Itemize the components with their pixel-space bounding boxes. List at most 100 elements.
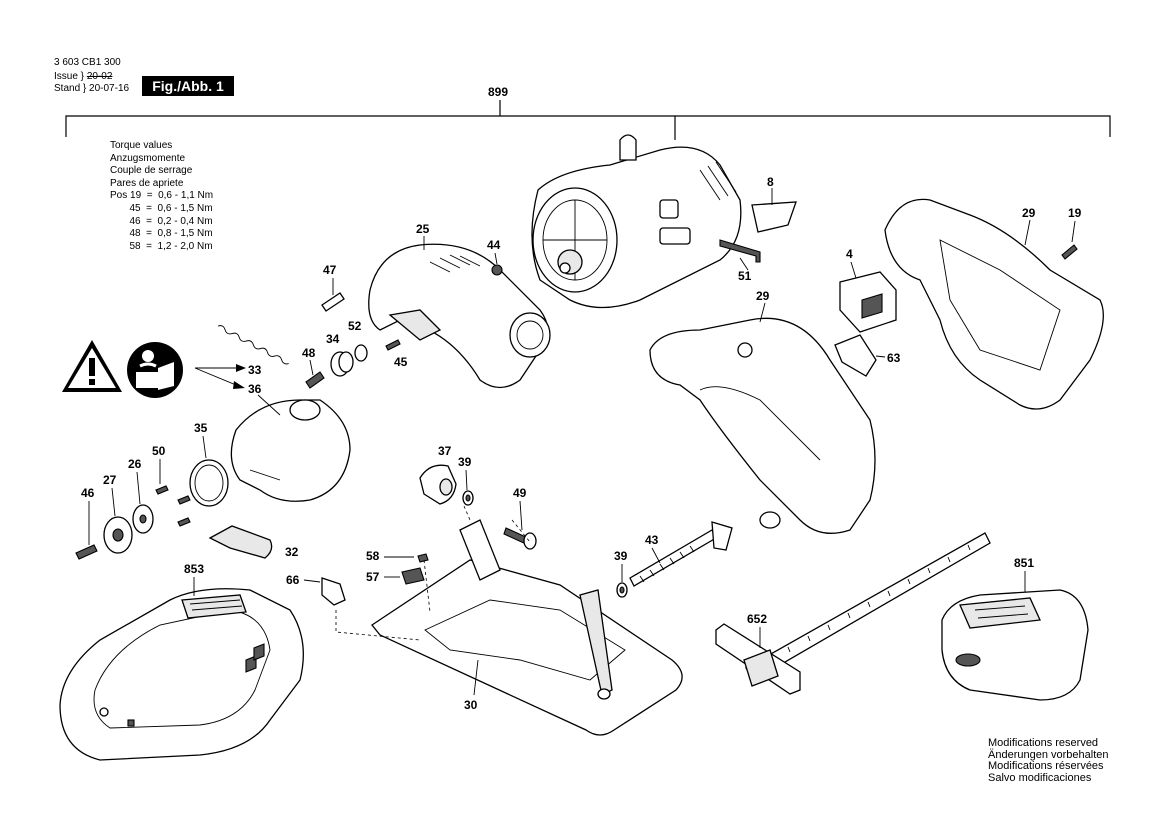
part-66-knob: 66 <box>286 573 346 606</box>
label-30: 30 <box>464 698 478 712</box>
label-851: 851 <box>1014 556 1034 570</box>
label-32: 32 <box>285 545 299 559</box>
label-34: 34 <box>326 332 340 346</box>
part-46-bolt: 46 <box>75 486 98 560</box>
part-8-plate: 8 <box>751 175 797 233</box>
torque-pos: 19 <box>130 190 142 202</box>
label-58: 58 <box>366 549 380 563</box>
part-57-clamp: 57 <box>366 567 425 585</box>
label-52: 52 <box>348 319 362 333</box>
part-19-screw: 19 <box>1061 206 1082 260</box>
torque-title-de: Anzugsmomente <box>110 152 186 164</box>
label-899: 899 <box>488 85 508 99</box>
label-33: 33 <box>248 363 262 377</box>
label-36: 36 <box>248 382 262 396</box>
torque-row: 45 = 0,6 - 1,5 Nm <box>129 202 213 214</box>
part-33-spring: 33 <box>217 325 289 377</box>
label-43: 43 <box>645 533 659 547</box>
label-51: 51 <box>738 269 752 283</box>
torque-row: 46 = 0,2 - 0,4 Nm <box>129 215 213 227</box>
footer-line-fr: Modifications réservées <box>988 760 1104 773</box>
torque-table: Torque values Anzugsmomente Couple de se… <box>110 140 213 253</box>
torque-title-es: Pares de apriete <box>110 177 184 189</box>
label-25: 25 <box>416 222 430 236</box>
part-4-switch: 4 <box>839 247 897 333</box>
part-29-housing-half: 29 <box>884 198 1104 410</box>
part-34-bushing: 34 <box>326 332 354 377</box>
torque-row: Pos 19 = 0,6 - 1,1 Nm <box>110 190 214 202</box>
read-manual-icon <box>127 342 183 398</box>
torque-value: 0,6 - 1,5 Nm <box>157 202 213 214</box>
part-26-washer: 26 <box>128 457 154 534</box>
document-number: 3 603 CB1 300 <box>54 57 121 68</box>
part-29-handle: 29 <box>649 289 876 534</box>
label-26: 26 <box>128 457 142 471</box>
footer-line-es: Salvo modificaciones <box>988 771 1092 784</box>
torque-pos: 58 <box>129 240 141 252</box>
label-37: 37 <box>438 444 452 458</box>
part-48-screw: 48 <box>302 346 325 389</box>
figure-badge: Fig./Abb. 1 <box>142 76 234 96</box>
issue-line: Issue } 20-02 <box>54 71 113 82</box>
label-48: 48 <box>302 346 316 360</box>
stand-value: 20-07-16 <box>89 83 130 94</box>
label-19: 19 <box>1068 206 1082 220</box>
issue-value: 20-02 <box>86 71 113 82</box>
label-29-handle: 29 <box>756 289 770 303</box>
torque-value: 1,2 - 2,0 Nm <box>157 240 213 252</box>
part-27-flange: 27 <box>103 473 133 554</box>
label-49: 49 <box>513 486 527 500</box>
part-36-lower-guard <box>230 394 351 502</box>
part-39-washer-lower: 39 <box>614 549 628 598</box>
label-652: 652 <box>747 612 767 626</box>
torque-value: 0,6 - 1,1 Nm <box>158 190 214 202</box>
label-44: 44 <box>487 238 501 252</box>
label-45: 45 <box>394 355 408 369</box>
label-35: 35 <box>194 421 208 435</box>
label-57: 57 <box>366 570 380 584</box>
part-851-battery: 851 <box>941 556 1089 701</box>
footer-line-en: Modifications reserved <box>988 737 1099 749</box>
torque-row: 58 = 1,2 - 2,0 Nm <box>129 240 213 252</box>
label-39-lower: 39 <box>614 549 628 563</box>
warning-arrows <box>194 364 246 389</box>
assembly-guides <box>335 505 531 641</box>
label-27: 27 <box>103 473 117 487</box>
warning-triangle-icon <box>62 340 122 392</box>
part-25-blade-guard: 25 <box>368 222 551 389</box>
part-32-lever: 32 <box>208 525 299 559</box>
torque-pos: 46 <box>129 215 141 227</box>
stand-line: Stand } 20-07-16 <box>54 83 130 94</box>
part-50-screws: 50 <box>152 444 191 527</box>
part-853-charger: 853 <box>59 562 304 761</box>
torque-pos: 48 <box>129 228 141 240</box>
label-50: 50 <box>152 444 166 458</box>
label-46: 46 <box>81 486 95 500</box>
part-52-washer: 52 <box>348 319 368 362</box>
label-66: 66 <box>286 573 300 587</box>
footer-line-de: Änderungen vorbehalten <box>988 748 1109 761</box>
part-45-screw: 45 <box>385 339 408 369</box>
torque-pos: 45 <box>129 202 141 214</box>
torque-pos-label: Pos <box>110 190 128 202</box>
part-47-pin: 47 <box>321 263 345 312</box>
part-51-hex-key: 51 <box>719 239 761 283</box>
part-49-bolt: 49 <box>503 486 537 550</box>
torque-value: 0,2 - 0,4 Nm <box>157 215 213 227</box>
torque-title-en: Torque values <box>110 140 173 151</box>
modifications-notice: Modifications reserved Änderungen vorbeh… <box>988 737 1109 784</box>
part-63-clip: 63 <box>834 334 901 377</box>
label-47: 47 <box>323 263 337 277</box>
part-44-nut: 44 <box>487 238 503 276</box>
part-43-threaded-rod: 43 <box>629 521 733 587</box>
label-853: 853 <box>184 562 204 576</box>
stand-label: Stand <box>54 83 81 94</box>
label-8: 8 <box>767 175 774 189</box>
label-63: 63 <box>887 351 901 365</box>
label-4: 4 <box>846 247 853 261</box>
part-58-screw: 58 <box>366 549 429 563</box>
part-37-knob: 37 <box>419 444 457 505</box>
label-29-housing: 29 <box>1022 206 1036 220</box>
torque-row: 48 = 0,8 - 1,5 Nm <box>129 228 213 240</box>
